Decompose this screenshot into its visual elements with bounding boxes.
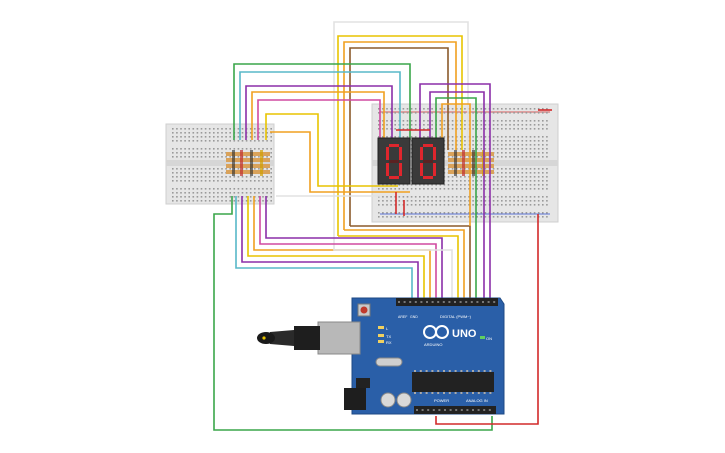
analog-label: ANALOG IN [466, 398, 488, 403]
on-label: ON [486, 336, 492, 341]
wire-to-d7 [338, 235, 459, 302]
segment-g [389, 160, 399, 163]
wire-pink [257, 99, 381, 140]
board-logo: UNO [452, 328, 477, 340]
rx-label: RX [386, 340, 392, 345]
segment-a [423, 144, 433, 147]
aref-label: AREF [398, 315, 407, 319]
segment-d [423, 176, 433, 179]
arduino-uno-board[interactable]: UNO ARDUINO DIGITAL (PWM~) AREF GND POWE… [351, 297, 505, 415]
wire-brown [349, 47, 449, 226]
segment-c [433, 163, 436, 176]
wire-purple-a [245, 85, 393, 140]
l-label: L [386, 326, 389, 331]
segment-d [389, 176, 399, 179]
wire-to-d8 [265, 196, 443, 302]
wire-red-power [435, 214, 539, 425]
left-resistor-array[interactable] [226, 150, 270, 176]
wire-green-right [435, 97, 477, 170]
wire-orange-top [343, 41, 457, 230]
segment-e [420, 163, 423, 176]
wire-to-d4 [333, 248, 453, 302]
power-label: POWER [434, 398, 449, 403]
wire-orange-a [251, 91, 385, 140]
seven-segment-right[interactable] [411, 137, 445, 185]
segment-f [420, 147, 423, 160]
arduino-logo-icon [423, 325, 449, 339]
usb-connector[interactable] [257, 321, 361, 355]
wire-to-d12 [241, 196, 419, 302]
wire-green-outer [233, 63, 411, 140]
atmega-chip [412, 372, 494, 392]
digital-label: DIGITAL (PWM~) [440, 314, 472, 319]
segment-b [433, 147, 436, 160]
tx-label: TX [386, 334, 391, 339]
segment-c [399, 163, 402, 176]
wire-yellow-top [337, 35, 463, 236]
wire-orange-right [441, 103, 471, 170]
seven-segment-left[interactable] [377, 137, 411, 185]
wire-to-d13 [235, 196, 413, 302]
wire-cyan [239, 71, 401, 140]
wires [213, 21, 552, 431]
wire-yellow-mid [265, 113, 398, 187]
wire-white [333, 21, 469, 248]
wire-to-d9 [259, 196, 437, 302]
wire-to-d6 [344, 229, 465, 302]
segment-e [386, 163, 389, 176]
board-brand: ARDUINO [424, 342, 442, 347]
segment-b [399, 147, 402, 160]
wire-purple-right-1 [419, 83, 491, 170]
segment-f [386, 147, 389, 160]
wire-orange-mid [270, 131, 410, 193]
wire-purple-right-2 [429, 91, 485, 170]
wire-green-ground [213, 196, 493, 431]
segment-a [389, 144, 399, 147]
segment-g [423, 160, 433, 163]
gnd-label: GND [410, 315, 418, 319]
wire-to-d11 [247, 196, 425, 302]
dc-jack[interactable] [344, 388, 366, 410]
